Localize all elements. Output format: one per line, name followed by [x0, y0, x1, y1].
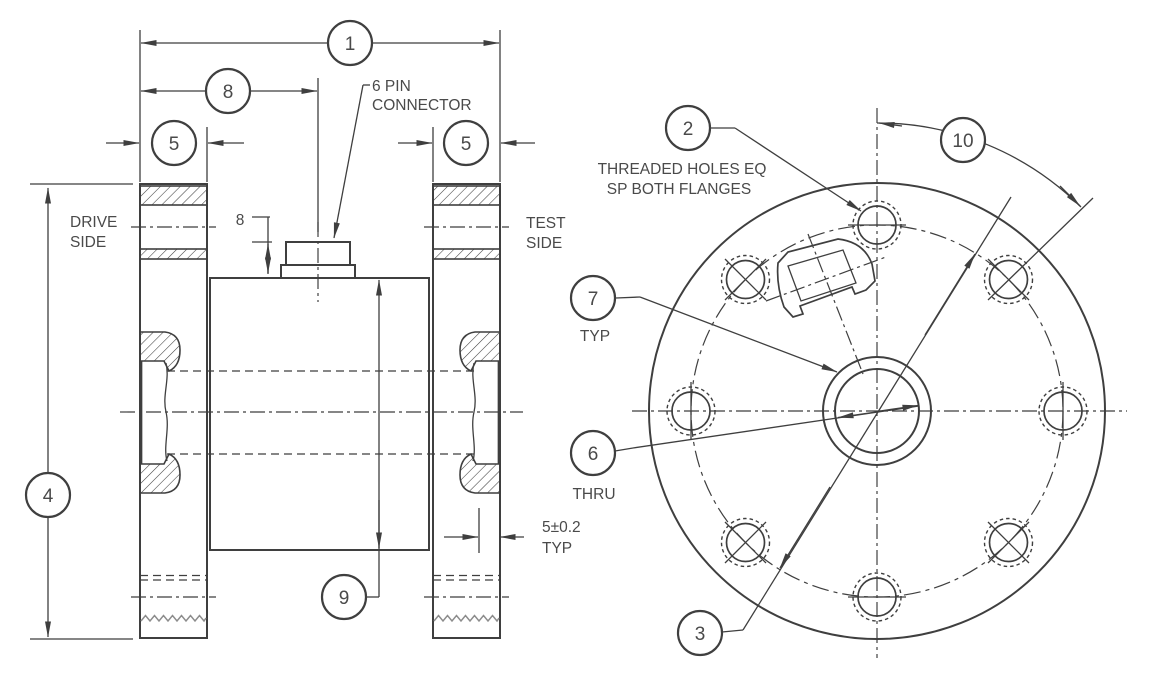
balloon-8: 8	[204, 67, 252, 115]
thread-squiggle	[433, 614, 500, 623]
bolt-hole-bottom	[848, 572, 906, 622]
test-flange-section	[424, 183, 509, 639]
svg-text:3: 3	[695, 624, 706, 645]
transducer-body-section	[209, 222, 430, 551]
bolt-hole-left	[666, 382, 716, 440]
connector-cross-centerline	[765, 256, 887, 302]
balloon-5-left: 5	[150, 119, 198, 167]
svg-text:5: 5	[169, 134, 180, 155]
threaded-holes-leader	[711, 127, 862, 212]
break-line	[472, 362, 476, 462]
hatch-band	[139, 185, 208, 206]
extension-lines	[30, 30, 501, 640]
drive-side-label-line2: SIDE	[70, 234, 106, 251]
drive-flange-section	[131, 183, 216, 639]
balloon-9: 9	[320, 573, 368, 621]
connector-height-dim-text: 8	[236, 212, 245, 229]
balloon-7: 7	[569, 274, 617, 322]
angle-dimension	[876, 122, 1082, 208]
svg-text:7: 7	[588, 289, 599, 310]
svg-text:4: 4	[43, 486, 54, 507]
flange-wall-dim-text: 5±0.2	[542, 519, 581, 536]
bolt-hole-lower-right	[983, 517, 1034, 568]
dimension-lines	[45, 40, 535, 638]
bore-section-upper	[139, 331, 181, 373]
svg-text:2: 2	[683, 119, 694, 140]
angle-reference-line	[987, 197, 1094, 301]
hub-leader	[615, 296, 838, 373]
svg-text:8: 8	[223, 82, 234, 103]
bolt-hole-top	[848, 200, 906, 250]
test-side-label-line2: SIDE	[526, 235, 562, 252]
bolt-hole-upper-right	[983, 254, 1034, 305]
balloon-6: 6	[569, 429, 617, 477]
balloon-3: 3	[676, 609, 724, 657]
bore-section-upper	[459, 331, 501, 373]
threaded-holes-note-line2: SP BOTH FLANGES	[607, 181, 751, 198]
hatch-band	[432, 248, 501, 260]
front-view: THREADED HOLES EQ SP BOTH FLANGES TYP TH…	[569, 104, 1127, 658]
hatch-band	[139, 248, 208, 260]
connector-label-line1: 6 PIN	[372, 78, 411, 95]
balloon-10: 10	[939, 116, 987, 164]
connector-label-line2: CONNECTOR	[372, 97, 472, 114]
bolt-hole-right	[1038, 382, 1088, 440]
balloon-1: 1	[326, 19, 374, 67]
svg-text:9: 9	[339, 588, 350, 609]
drive-side-label-line1: DRIVE	[70, 214, 117, 231]
thread-squiggle	[140, 614, 207, 623]
connector-front-view	[765, 233, 887, 375]
bore-section-lower	[139, 452, 181, 494]
bore-section-lower	[459, 452, 501, 494]
svg-text:1: 1	[345, 34, 356, 55]
balloon-2: 2	[664, 104, 712, 152]
svg-text:5: 5	[461, 134, 472, 155]
bore-dimension	[614, 404, 920, 452]
threaded-holes-note-line1: THREADED HOLES EQ	[598, 161, 767, 178]
bolt-hole-lower-left	[720, 517, 771, 568]
balloon-5-right: 5	[442, 119, 490, 167]
test-side-label-line1: TEST	[526, 215, 566, 232]
svg-text:6: 6	[588, 444, 599, 465]
balloon-4: 4	[24, 471, 72, 519]
bore-thru-text: THRU	[572, 486, 615, 503]
bolt-hole-upper-left	[720, 254, 771, 305]
flange-wall-typ-text: TYP	[542, 540, 572, 557]
bolt-holes	[666, 200, 1088, 622]
hub-typ-text: TYP	[580, 328, 610, 345]
section-view: DRIVE SIDE TEST SIDE 6 PIN CONNECTOR 8 5…	[24, 19, 581, 640]
svg-text:10: 10	[952, 131, 973, 152]
hatch-band	[432, 185, 501, 206]
connector-radial-centerline	[807, 233, 864, 375]
bolt-circle-dimension	[721, 196, 1012, 633]
